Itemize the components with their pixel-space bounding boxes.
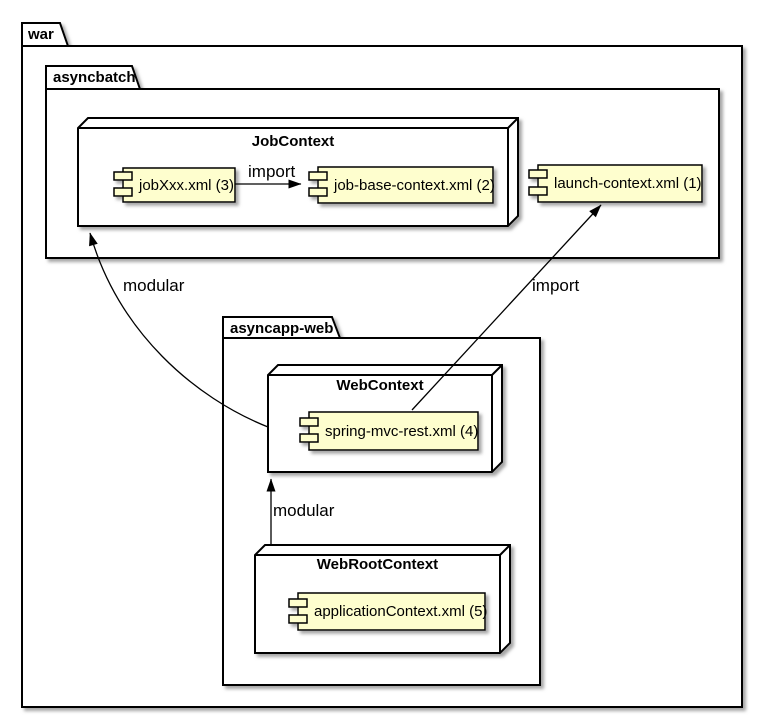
- edge-label-import-spring: import: [532, 276, 580, 295]
- component-icon: [288, 614, 308, 624]
- component-icon: [113, 187, 133, 197]
- component-icon: [288, 598, 308, 608]
- node-webrootcontext-title: WebRootContext: [316, 556, 439, 573]
- node-jobcontext-title: JobContext: [251, 133, 335, 150]
- edge-label-modular-webcontext: modular: [123, 276, 185, 295]
- package-asyncbatch-tab: [45, 65, 142, 90]
- component-application-context-label: applicationContext.xml (5): [314, 603, 488, 620]
- component-icon: [528, 169, 548, 179]
- package-war-tab: [21, 22, 70, 47]
- component-icon: [299, 433, 319, 443]
- component-job-base-context-label: job-base-context.xml (2): [334, 176, 495, 194]
- component-spring-mvc-rest-label: spring-mvc-rest.xml (4): [325, 422, 479, 440]
- edge-modular-webcontext-jobcontext: [89, 232, 269, 428]
- edge-label-import-job: import: [248, 162, 296, 181]
- component-icon: [299, 417, 319, 427]
- component-launch-context: [528, 164, 703, 203]
- component-job-base-context: [308, 166, 494, 204]
- package-asyncapp-web-tab: [222, 316, 342, 339]
- package-war-label: war: [28, 26, 54, 43]
- edge-label-modular-webroot: modular: [273, 501, 335, 520]
- node-webcontext-title: WebContext: [336, 377, 424, 394]
- package-asyncbatch-label: asyncbatch: [53, 69, 136, 86]
- component-launch-context-label: launch-context.xml (1): [554, 175, 702, 192]
- component-spring-mvc-rest: [299, 411, 479, 451]
- component-jobxxx-label: jobXxx.xml (3): [139, 176, 235, 194]
- component-jobxxx: [113, 167, 236, 203]
- component-icon: [308, 171, 328, 181]
- component-icon: [308, 187, 328, 197]
- edge-import-spring-launch: [411, 204, 602, 411]
- component-icon: [528, 186, 548, 196]
- component-application-context: [288, 592, 486, 631]
- edges: [89, 179, 602, 544]
- package-asyncapp-web-label: asyncapp-web: [230, 320, 334, 337]
- component-icon: [113, 171, 133, 181]
